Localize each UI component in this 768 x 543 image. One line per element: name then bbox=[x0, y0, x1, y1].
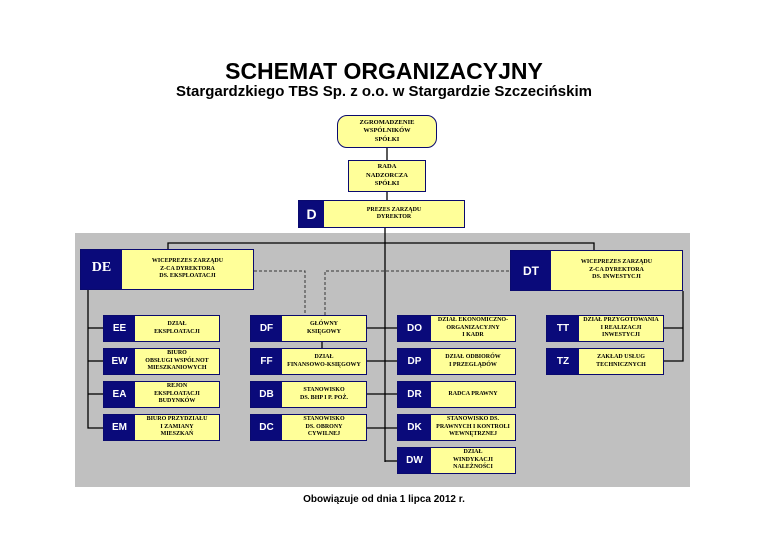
unit-code: DF bbox=[251, 316, 282, 341]
effective-date-footer: Obowiązuje od dnia 1 lipca 2012 r. bbox=[303, 494, 465, 505]
unit-label: DZIAŁ EKSPLOATACJI bbox=[135, 316, 219, 341]
unit-label: DZIAŁ EKONOMICZNO- ORGANIZACYJNY I KADR bbox=[431, 316, 515, 341]
unit-label: ZAKŁAD USŁUG TECHNICZNYCH bbox=[579, 349, 663, 374]
unit-code: DR bbox=[398, 382, 431, 407]
unit-label: DZIAŁ PRZYGOTOWANIA I REALIZACJI INWESTY… bbox=[579, 316, 663, 341]
unit-label: BIURO OBSŁUGI WSPÓLNOT MIESZKANIOWYCH bbox=[135, 349, 219, 374]
unit-code: DC bbox=[251, 415, 282, 440]
unit-code: DK bbox=[398, 415, 431, 440]
unit-code: TT bbox=[547, 316, 579, 341]
page-subtitle: Stargardzkiego TBS Sp. z o.o. w Stargard… bbox=[176, 83, 592, 100]
unit-label: WICEPREZES ZARZĄDU Z-CA DYREKTORA DS. IN… bbox=[551, 251, 682, 290]
unit-code: EE bbox=[104, 316, 135, 341]
unit-code: TZ bbox=[547, 349, 579, 374]
unit-label: WICEPREZES ZARZĄDU Z-CA DYREKTORA DS. EK… bbox=[122, 250, 253, 289]
unit-code: DW bbox=[398, 448, 431, 473]
unit-label: DZIAŁ FINANSOWO-KSIĘGOWY bbox=[282, 349, 366, 374]
president-box: D PREZES ZARZĄDU DYREKTOR bbox=[298, 200, 465, 228]
unit-label: REJON EKSPLOATACJI BUDYNKÓW bbox=[135, 382, 219, 407]
unit-code: DE bbox=[81, 250, 122, 289]
unit-code: EM bbox=[104, 415, 135, 440]
unit-code: DB bbox=[251, 382, 282, 407]
vp-operations-box: DE WICEPREZES ZARZĄDU Z-CA DYREKTORA DS.… bbox=[80, 249, 254, 290]
unit-code: EA bbox=[104, 382, 135, 407]
vp-investments-box: DT WICEPREZES ZARZĄDU Z-CA DYREKTORA DS.… bbox=[510, 250, 683, 291]
unit-label: DZIAŁ ODBIORÓW I PRZEGLĄDÓW bbox=[431, 349, 515, 374]
unit-label: STANOWISKO DS. PRAWNYCH I KONTROLI WEWNĘ… bbox=[431, 415, 515, 440]
unit-label: RADCA PRAWNY bbox=[431, 382, 515, 407]
unit-code: DO bbox=[398, 316, 431, 341]
unit-code: DP bbox=[398, 349, 431, 374]
shareholders-assembly-box: ZGROMADZENIE WSPÓLNIKÓW SPÓŁKI bbox=[337, 115, 437, 148]
unit-code: EW bbox=[104, 349, 135, 374]
unit-label: GŁÓWNY KSIĘGOWY bbox=[282, 316, 366, 341]
unit-code: FF bbox=[251, 349, 282, 374]
page-title: SCHEMAT ORGANIZACYJNY bbox=[225, 58, 543, 84]
supervisory-board-box: RADA NADZORCZA SPÓŁKI bbox=[348, 160, 426, 192]
unit-label: STANOWISKO DS. OBRONY CYWILNEJ bbox=[282, 415, 366, 440]
unit-label: DZIAŁ WINDYKACJI NALEŻNOŚCI bbox=[431, 448, 515, 473]
unit-code: DT bbox=[511, 251, 551, 290]
unit-label: PREZES ZARZĄDU DYREKTOR bbox=[324, 201, 464, 227]
unit-label: STANOWISKO DS. BHP I P. POŻ. bbox=[282, 382, 366, 407]
unit-label: BIURO PRZYDZIAŁU I ZAMIANY MIESZKAŃ bbox=[135, 415, 219, 440]
unit-code: D bbox=[299, 201, 324, 227]
